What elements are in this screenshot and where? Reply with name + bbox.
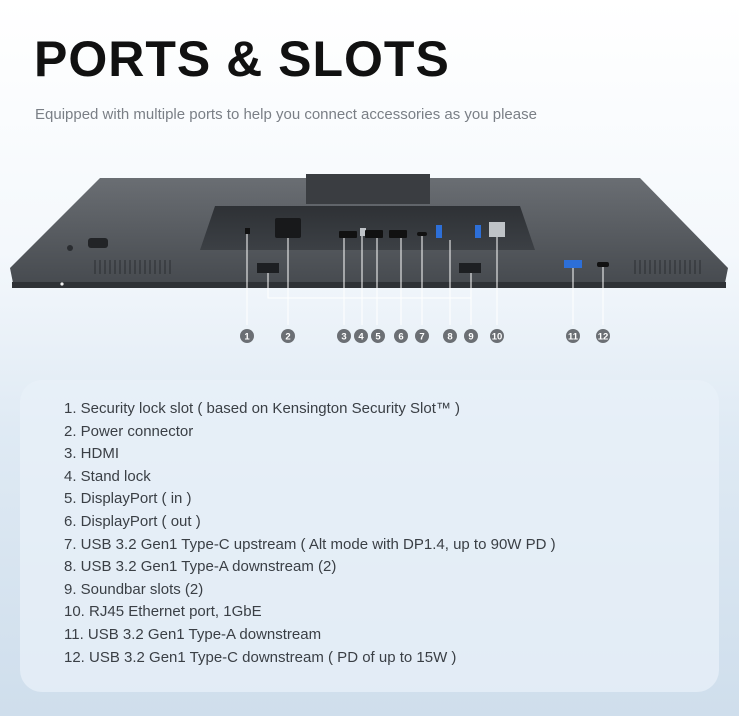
monitor-bottom-diagram: 1 2 3 4 5 6 7 8 9 10 11 12 [10, 174, 728, 343]
usb-c-upstream [417, 232, 427, 236]
hdmi-port [339, 231, 357, 238]
power-button [88, 238, 108, 248]
leader-lines [246, 234, 604, 325]
port-recess [200, 206, 535, 250]
page-title: PORTS & SLOTS [34, 31, 450, 87]
monitor-bottom-edge [12, 282, 726, 288]
callout-4 [354, 329, 368, 343]
callout-9 [464, 329, 478, 343]
spec-item: 1. Security lock slot ( based on Kensing… [64, 400, 461, 417]
spec-item: 4. Stand lock [64, 467, 151, 485]
soundbar-slot-right [459, 263, 481, 273]
callout-label-5: 5 [375, 332, 381, 343]
callout-2 [281, 329, 295, 343]
callout-label-9: 9 [468, 332, 473, 343]
spec-panel: 1. Security lock slot ( based on Kensing… [20, 380, 719, 692]
callout-10 [490, 329, 504, 343]
callout-3 [337, 329, 351, 343]
spec-item: 7. USB 3.2 Gen1 Type-C upstream ( Alt mo… [64, 535, 556, 553]
callout-12 [596, 329, 610, 343]
spec-item: 5. DisplayPort ( in ) [64, 490, 192, 508]
usb-c-side-port [597, 262, 609, 267]
callout-label-1: 1 [244, 332, 250, 343]
spec-item: 9. Soundbar slots (2) [64, 580, 204, 598]
spec-item: 10. RJ45 Ethernet port, 1GbE [64, 603, 262, 621]
spec-list: 1. Security lock slot ( based on Kensing… [64, 398, 719, 669]
callout-1 [240, 329, 254, 343]
spec-item: 2. Power connector [64, 422, 194, 440]
spec-item: 6. DisplayPort ( out ) [64, 512, 201, 530]
rj45-port [489, 222, 505, 237]
callout-8 [443, 329, 457, 343]
spec-item: 8. USB 3.2 Gen1 Type-A downstream (2) [64, 558, 337, 576]
callout-label-6: 6 [398, 332, 403, 343]
power-led [60, 282, 64, 286]
right-vent [634, 260, 701, 274]
page-subtitle: Equipped with multiple ports to help you… [35, 106, 537, 123]
callout-11 [566, 329, 580, 343]
spec-item: 12. USB 3.2 Gen1 Type-C downstream ( PD … [64, 648, 457, 666]
soundbar-slot-left [257, 263, 279, 273]
displayport-in [365, 230, 383, 238]
callout-markers [240, 329, 610, 343]
stand-lock [360, 228, 366, 236]
power-connector [275, 218, 301, 238]
spec-item: 3. HDMI [64, 445, 120, 463]
usb-a-downstream-2 [475, 225, 481, 238]
callout-label-7: 7 [419, 332, 424, 343]
callout-label-10: 10 [492, 332, 503, 343]
joystick [67, 245, 73, 251]
security-slot [245, 228, 250, 234]
usb-a-side-port [564, 260, 582, 268]
callout-label-2: 2 [285, 332, 290, 343]
spec-item: 11. USB 3.2 Gen1 Type-A downstream [64, 625, 322, 643]
callout-label-8: 8 [447, 332, 452, 343]
callout-label-3: 3 [341, 332, 346, 343]
callout-6 [394, 329, 408, 343]
callout-label-12: 12 [598, 332, 609, 343]
stand-neck [306, 174, 430, 204]
callout-label-11: 11 [568, 332, 579, 343]
displayport-out [389, 230, 407, 238]
callout-5 [371, 329, 385, 343]
callout-label-4: 4 [358, 332, 364, 343]
callout-7 [415, 329, 429, 343]
usb-a-downstream-1 [436, 225, 442, 238]
left-vent [94, 260, 171, 274]
